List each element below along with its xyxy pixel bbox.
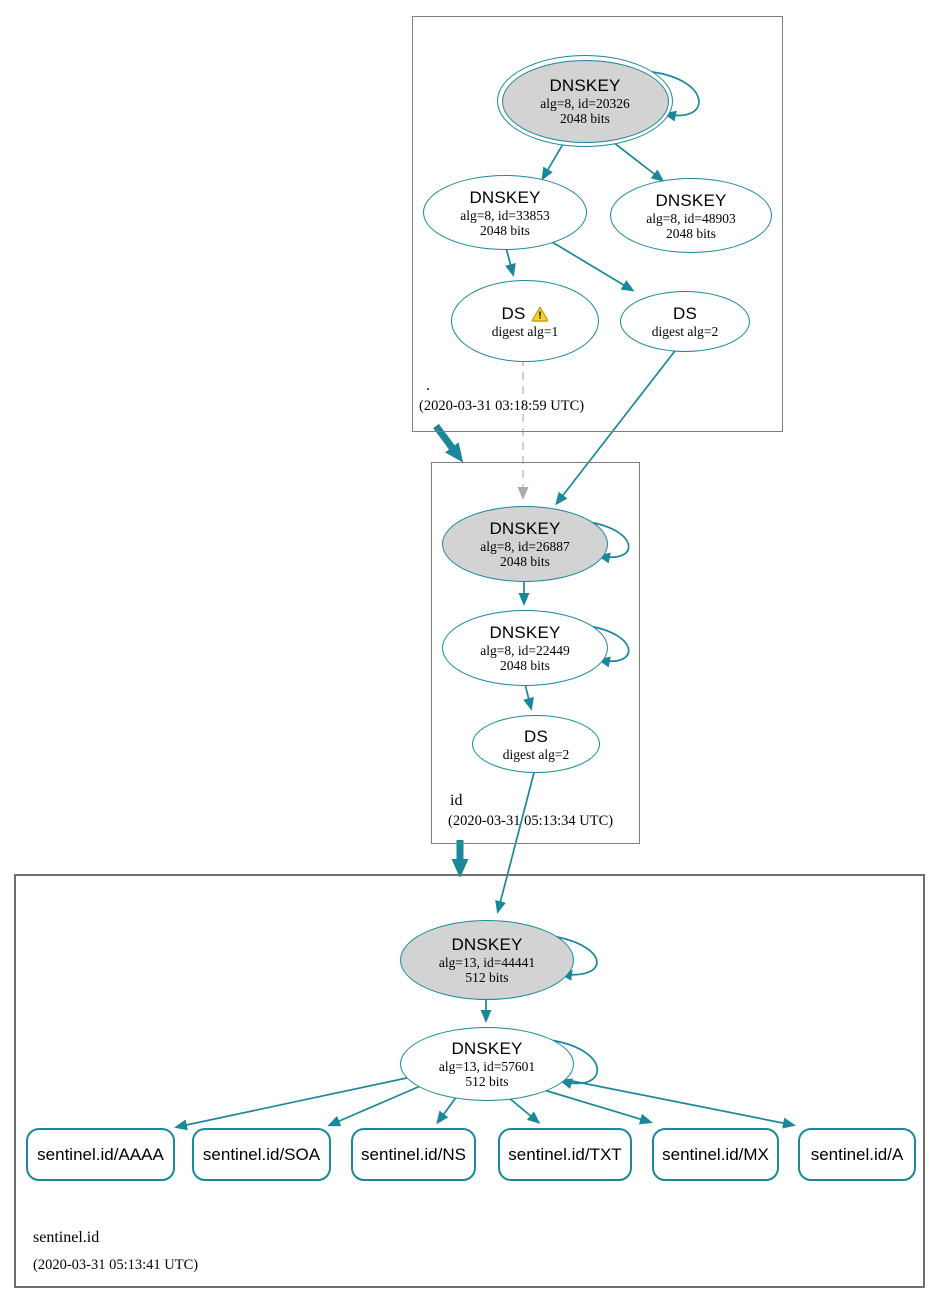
zone-timestamp-sentinel-id: (2020-03-31 05:13:41 UTC) (33, 1257, 199, 1273)
node-title: DS (523, 726, 549, 746)
node-title: DS (501, 303, 526, 323)
node-bits: 2048 bits (500, 658, 550, 673)
rrset-sentinel-id-soa: sentinel.id/SOA (192, 1128, 331, 1181)
node-bits: 2048 bits (480, 222, 530, 238)
rrset-label: sentinel.id/A (810, 1144, 904, 1164)
node-alg: alg=8, id=20326 (540, 96, 630, 111)
rrset-sentinel-id-aaaa: sentinel.id/AAAA (26, 1128, 175, 1181)
node-alg: alg=8, id=33853 (460, 207, 550, 223)
node-bits: 2048 bits (560, 111, 610, 126)
node-bits: 512 bits (465, 1074, 509, 1089)
edge-root-zsk-to-ds2 (541, 235, 635, 292)
node-title: DNSKEY (549, 76, 621, 95)
node-title: DNSKEY (469, 187, 541, 207)
rrset-sentinel-id-ns: sentinel.id/NS (351, 1128, 476, 1181)
rrset-sentinel-id-a: sentinel.id/A (798, 1128, 916, 1181)
node-digest: digest alg=2 (502, 746, 570, 762)
node-id-zsk-dnskey-22449: DNSKEY alg=8, id=22449 2048 bits (442, 610, 608, 686)
node-root-ksk-inner-ring: DNSKEY alg=8, id=20326 2048 bits (501, 59, 669, 143)
node-sentinel-ksk-dnskey-44441: DNSKEY alg=13, id=44441 512 bits (400, 920, 574, 1000)
node-title: DNSKEY (451, 935, 523, 954)
zone-label-id: id (450, 792, 463, 809)
node-title: DS (672, 304, 698, 323)
node-bits: 2048 bits (500, 554, 550, 569)
rrset-label: sentinel.id/SOA (202, 1144, 321, 1164)
node-digest: digest alg=1 (491, 323, 559, 339)
node-root-ds-alg2: DS digest alg=2 (620, 291, 750, 352)
selfloop-id-zsk (587, 625, 630, 668)
edge-ds2-to-id-ksk (555, 346, 679, 506)
warning-mark: ! (538, 309, 542, 321)
edge-id-ds-to-sentinel-ksk (495, 764, 537, 914)
zone-box-id (431, 462, 640, 844)
zone-box-root (412, 16, 783, 432)
node-alg: alg=8, id=48903 (646, 210, 736, 226)
node-title: DNSKEY (489, 623, 561, 642)
node-id-ksk-dnskey-26887: DNSKEY alg=8, id=26887 2048 bits (442, 506, 608, 582)
node-id-ds-alg2: DS digest alg=2 (472, 715, 600, 773)
node-title: DNSKEY (451, 1039, 523, 1058)
rrset-label: sentinel.id/TXT (508, 1144, 622, 1164)
edge-zsk-to-rrset-a (551, 1076, 796, 1129)
node-bits: 2048 bits (666, 225, 716, 241)
rrset-label: sentinel.id/AAAA (37, 1144, 164, 1164)
zone-label-root: . (426, 377, 430, 394)
node-alg: alg=13, id=44441 (438, 955, 536, 970)
warning-triangle (531, 306, 548, 322)
node-alg: alg=13, id=57601 (438, 1059, 536, 1074)
node-sentinel-zsk-dnskey-57601: DNSKEY alg=13, id=57601 512 bits (400, 1027, 574, 1101)
rrset-sentinel-id-txt: sentinel.id/TXT (498, 1128, 632, 1181)
node-bits: 512 bits (465, 970, 509, 985)
node-root-ds-alg1: DS ! digest alg=1 (451, 280, 599, 362)
delegation-arrow-root-to-id (433, 423, 464, 463)
node-title: DNSKEY (489, 519, 561, 538)
node-root-zsk-dnskey-33853: DNSKEY alg=8, id=33853 2048 bits (423, 175, 587, 250)
edge-zsk-to-rrset-soa (327, 1080, 433, 1127)
selfloop-sentinel-zsk (549, 1039, 599, 1090)
zone-timestamp-root: (2020-03-31 03:18:59 UTC) (419, 398, 585, 414)
node-digest: digest alg=2 (651, 324, 719, 339)
selfloop-root-ksk (651, 71, 700, 122)
zone-timestamp-id: (2020-03-31 05:13:34 UTC) (448, 813, 614, 829)
node-alg: alg=8, id=26887 (480, 539, 570, 554)
rrset-label: sentinel.id/MX (662, 1144, 769, 1164)
edge-zsk-to-rrset-aaaa (174, 1072, 431, 1131)
rrset-sentinel-id-mx: sentinel.id/MX (652, 1128, 779, 1181)
rrset-label: sentinel.id/NS (361, 1144, 466, 1164)
node-root-dnskey-48903: DNSKEY alg=8, id=48903 2048 bits (610, 178, 772, 253)
node-root-ksk-dnskey-20326: DNSKEY alg=8, id=20326 2048 bits (497, 55, 673, 147)
zone-label-sentinel-id: sentinel.id (33, 1229, 100, 1246)
zone-box-sentinel-id (14, 874, 925, 1288)
warning-icon: ! (531, 306, 548, 322)
selfloop-sentinel-ksk (551, 935, 598, 981)
selfloop-id-ksk (587, 521, 630, 564)
node-alg: alg=8, id=22449 (480, 643, 570, 658)
node-title: DNSKEY (655, 190, 727, 210)
